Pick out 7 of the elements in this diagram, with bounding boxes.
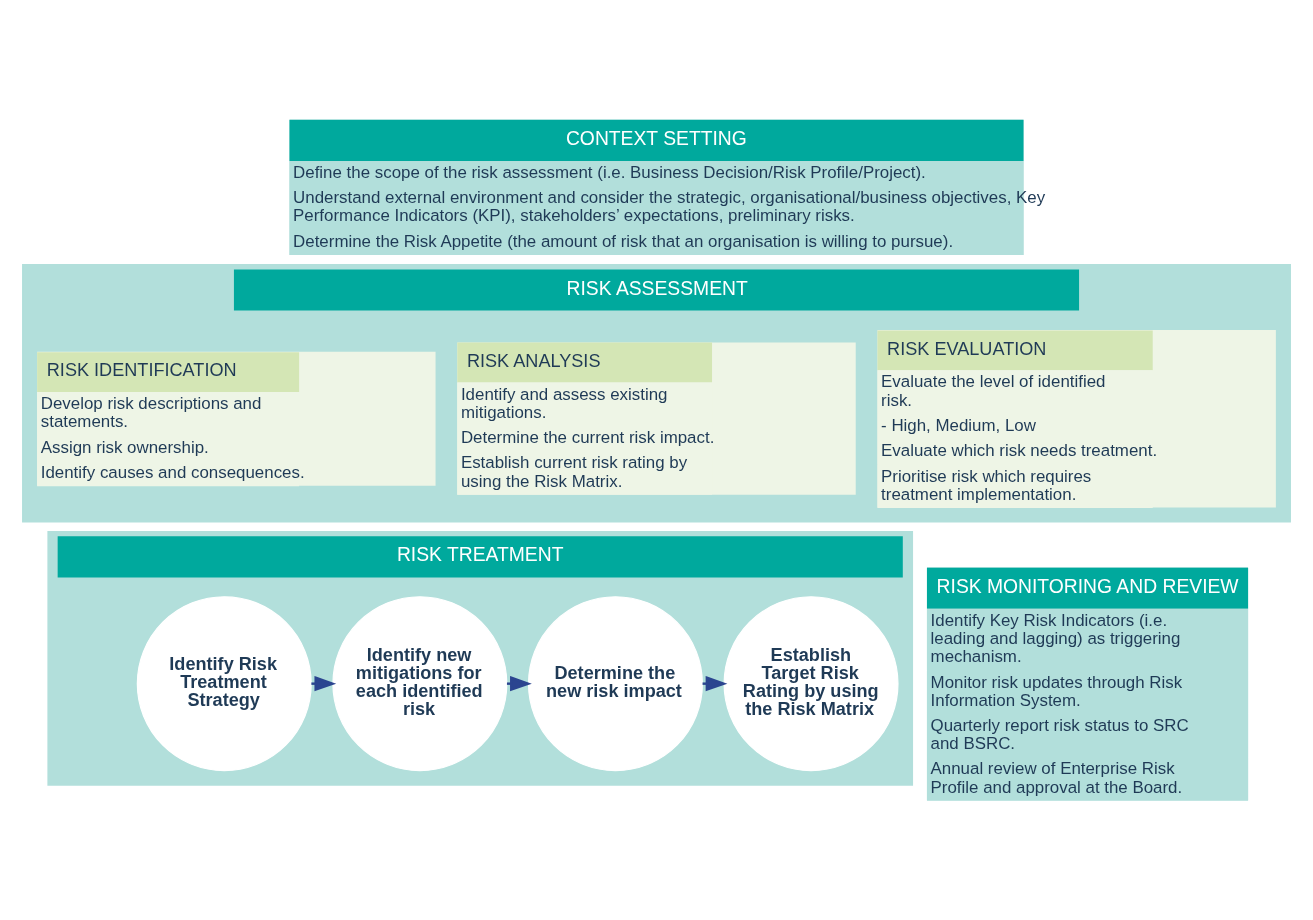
node-circle: Determine the new risk impact (527, 596, 703, 772)
arrow (702, 676, 728, 692)
arrow (506, 676, 532, 692)
arrow (311, 676, 337, 692)
node-circle: Identify new mitigations for each identified risk (332, 596, 508, 772)
node-circle: Establish Target Risk Rating by using the Risk Matrix (723, 596, 899, 772)
node-circle: Identify Risk Treatment Strategy (136, 596, 312, 772)
